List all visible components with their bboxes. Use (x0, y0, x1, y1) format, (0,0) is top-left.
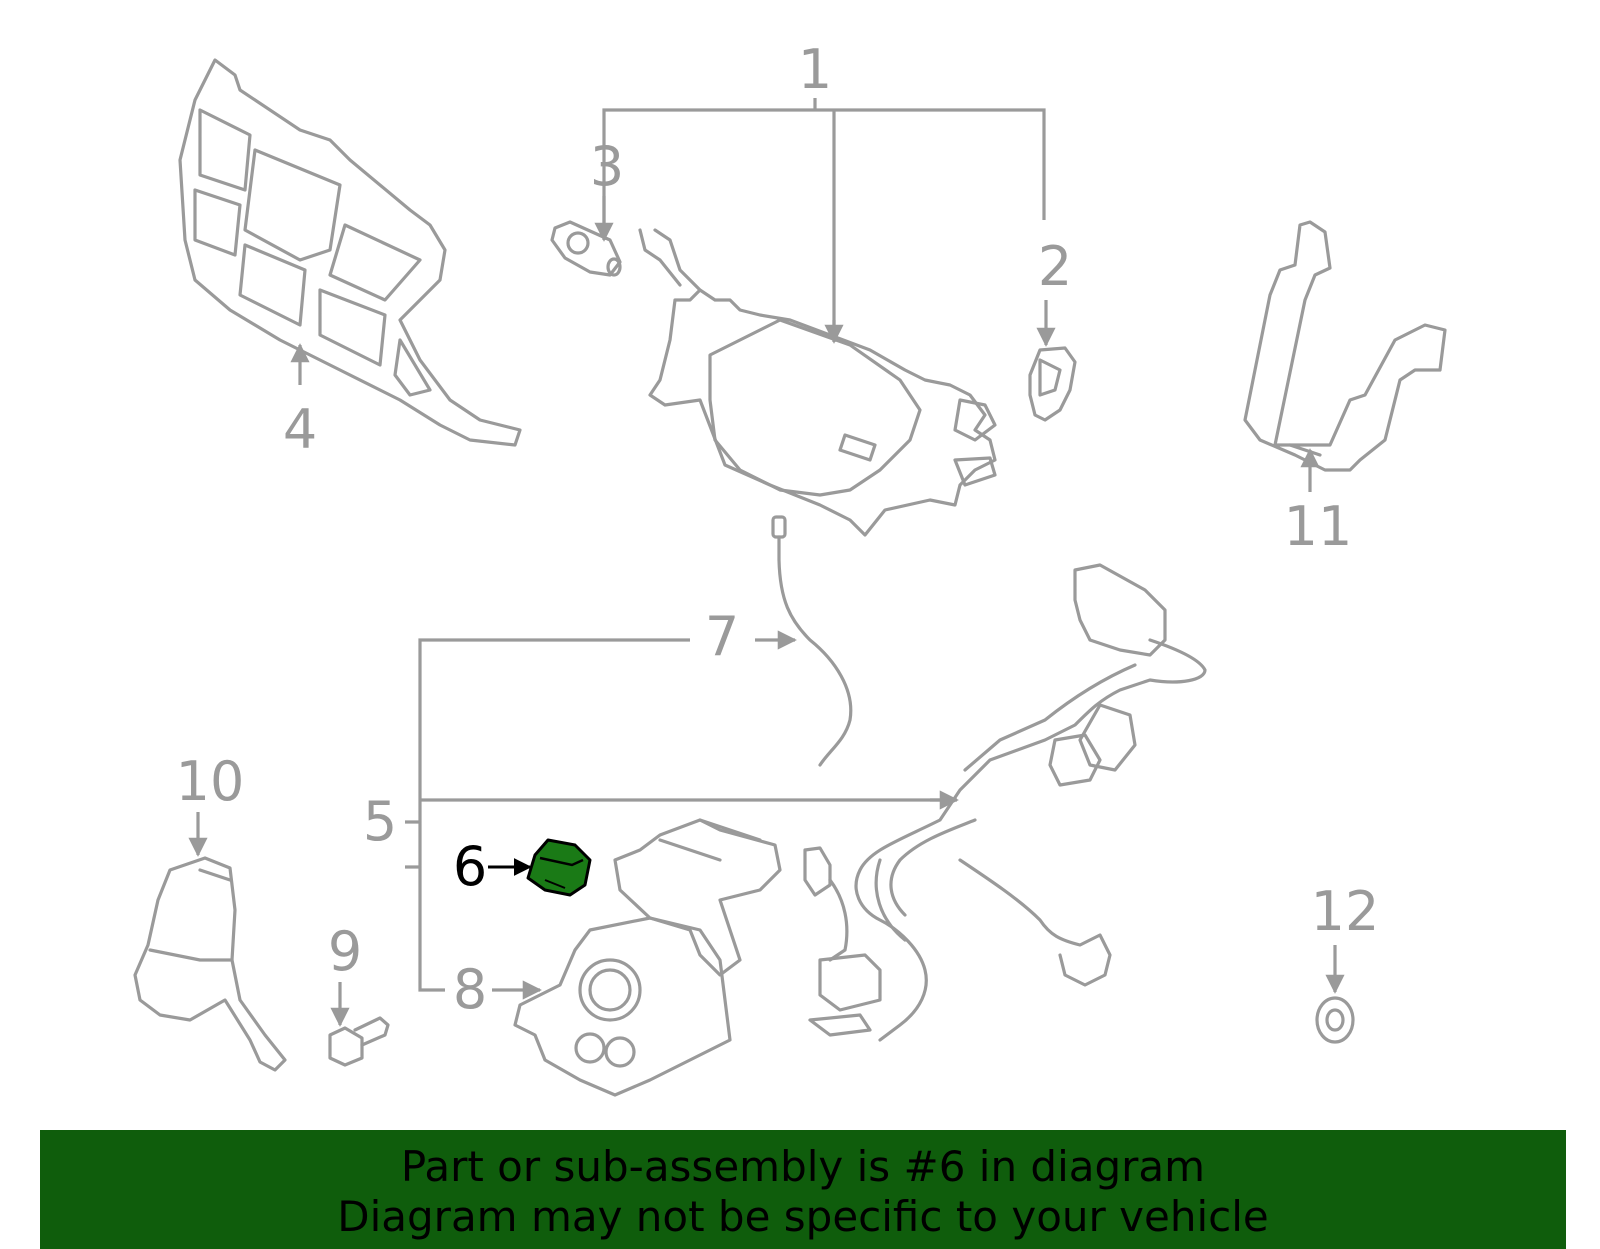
callout-2: 2 (1038, 235, 1072, 298)
part-6-module-highlighted[interactable] (526, 838, 592, 897)
part-1-instrument-cluster[interactable] (638, 228, 997, 537)
part-4-panel[interactable] (178, 58, 522, 447)
callout-9: 9 (328, 920, 362, 983)
callout-11: 11 (1284, 495, 1353, 558)
leader-1 (602, 98, 1046, 340)
leader-5-bracket (405, 638, 955, 992)
callout-6: 6 (453, 835, 487, 898)
callout-10: 10 (176, 750, 245, 813)
callout-1: 1 (798, 38, 832, 101)
part-3-sensor[interactable] (550, 220, 622, 277)
callout-4: 4 (283, 398, 317, 461)
banner-line-part-number: Part or sub-assembly is #6 in diagram (400, 1142, 1206, 1191)
part-9-bolt[interactable] (328, 1016, 390, 1067)
part-8-housing[interactable] (513, 818, 782, 1097)
callout-8: 8 (453, 958, 487, 1021)
notice-banner: Part or sub-assembly is #6 in diagram Di… (40, 1130, 1566, 1249)
part-7-sensor-wire[interactable] (771, 515, 853, 767)
part-5-wire-harness[interactable] (803, 563, 1207, 1042)
part-12-grommet[interactable] (1315, 996, 1355, 1044)
callout-12: 12 (1311, 880, 1380, 943)
banner-line-disclaimer: Diagram may not be specific to your vehi… (337, 1192, 1269, 1241)
callout-7: 7 (705, 605, 739, 668)
part-10-cover[interactable] (133, 856, 287, 1072)
part-2-clip[interactable] (1028, 346, 1077, 422)
part-11-bracket[interactable] (1243, 220, 1447, 472)
callout-5: 5 (363, 790, 397, 853)
callout-3: 3 (590, 135, 624, 198)
